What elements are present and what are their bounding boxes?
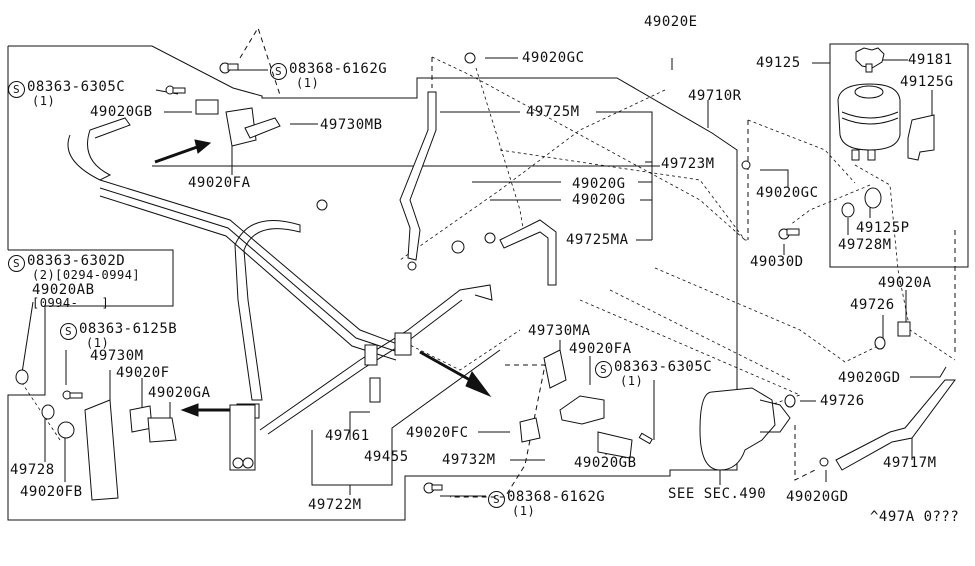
part-label-49725MA: 49725MA <box>566 232 629 248</box>
part-label-49730MA: 49730MA <box>528 323 591 339</box>
qty-label: (1) <box>32 94 56 108</box>
part-label-49728M: 49728M <box>838 237 892 253</box>
part-label-49181: 49181 <box>908 52 953 68</box>
part-label-49020GB-bottom: 49020GB <box>574 455 637 471</box>
part-label-49020FA-top: 49020FA <box>188 175 251 191</box>
bolts <box>62 52 829 494</box>
group-boundary <box>7 45 738 521</box>
brackets <box>15 99 911 501</box>
part-label-49125: 49125 <box>756 55 801 71</box>
part-label-49728: 49728 <box>10 462 55 478</box>
part-label-49717M: 49717M <box>883 455 937 471</box>
standard-part-icon: S <box>488 491 505 508</box>
part-label-49020E: 49020E <box>644 14 698 30</box>
part-label-49726-bottom: 49726 <box>820 393 865 409</box>
part-label-49020G-2: 49020G <box>572 192 626 208</box>
part-label-49125P: 49125P <box>856 220 910 236</box>
part-label-49723M: 49723M <box>661 156 715 172</box>
standard-part-icon: S <box>595 361 612 378</box>
part-label-49020GD-bottom: 49020GD <box>786 489 849 505</box>
part-label-49730M: 49730M <box>90 348 144 364</box>
standard-part-icon: S <box>60 323 77 340</box>
part-label-49020AB: 49020AB <box>32 282 95 298</box>
part-label-49030D: 49030D <box>750 254 804 270</box>
part-label-49020FA-bottom: 49020FA <box>569 341 632 357</box>
qty-range-label: (2)[0294-0994] <box>32 268 141 282</box>
part-label-49732M: 49732M <box>442 452 496 468</box>
part-label-49020GD-top: 49020GD <box>838 370 901 386</box>
part-label-49020A: 49020A <box>878 275 932 291</box>
part-label-49020F: 49020F <box>116 365 170 381</box>
qty-label: (1) <box>296 76 320 90</box>
part-label-49710R: 49710R <box>688 88 742 104</box>
part-label-49020GC-right: 49020GC <box>756 185 819 201</box>
part-label-49125G: 49125G <box>900 74 954 90</box>
qty-label: (1) <box>620 374 644 388</box>
part-label-49726-top: 49726 <box>850 297 895 313</box>
standard-part-icon: S <box>8 81 25 98</box>
part-label-49730MB: 49730MB <box>320 117 383 133</box>
part-label-49761: 49761 <box>325 428 370 444</box>
reservoir-illustration <box>837 47 935 218</box>
part-label-49020FB: 49020FB <box>20 484 83 500</box>
direction-arrows <box>154 139 492 417</box>
part-label-49020GB-top: 49020GB <box>90 104 153 120</box>
pipe-assembly <box>67 91 956 471</box>
qty-label: (1) <box>512 504 536 518</box>
date-range-label: [0994- ] <box>32 296 110 310</box>
qty-label: (1) <box>86 336 110 350</box>
see-section-label: SEE SEC.490 <box>668 486 767 502</box>
part-label-49725M: 49725M <box>526 104 580 120</box>
part-label-49722M: 49722M <box>308 497 362 513</box>
part-label-49020FC: 49020FC <box>406 425 469 441</box>
reference-code: ^497A 0??? <box>870 509 960 525</box>
standard-part-icon: S <box>8 255 25 272</box>
standard-part-icon: S <box>270 63 287 80</box>
part-label-49020GA: 49020GA <box>148 385 211 401</box>
part-label-49020GC-top: 49020GC <box>522 50 585 66</box>
part-label-49020G-1: 49020G <box>572 176 626 192</box>
part-label-49455: 49455 <box>364 449 409 465</box>
